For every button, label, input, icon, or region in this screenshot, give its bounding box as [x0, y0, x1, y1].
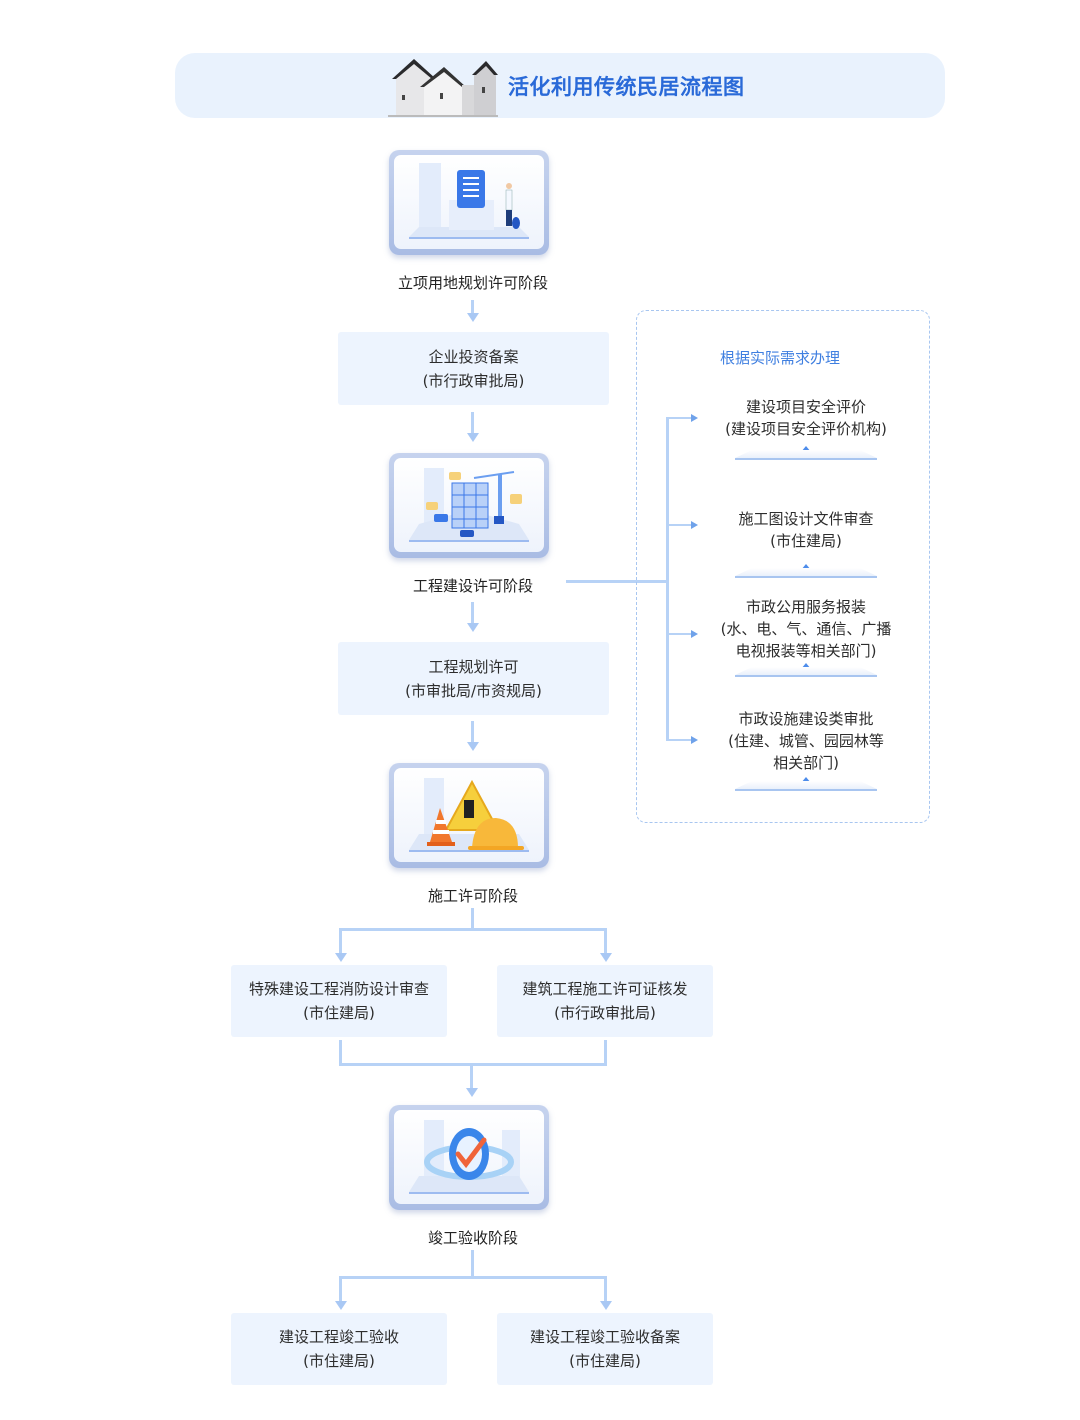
step-dept: (市住建局) — [303, 1352, 375, 1370]
triangle-up-icon — [801, 777, 811, 783]
step-dept: (市审批局/市资规局) — [405, 681, 542, 700]
stage-label-construction-license: 工程建设许可阶段 — [412, 577, 533, 595]
step-title: 特殊建设工程消防设计审查 — [248, 980, 429, 998]
stage-card-planning — [389, 150, 549, 255]
step-completion-acceptance: 建设工程竣工验收 (市住建局) — [231, 1313, 447, 1385]
connector-line — [339, 1276, 342, 1302]
connector-line — [666, 524, 691, 526]
step-dept: (市行政审批局) — [554, 1004, 656, 1022]
arrow-down-icon — [467, 742, 479, 751]
road-work-sign-icon — [409, 778, 529, 852]
connector-line — [566, 580, 669, 583]
pedestal-marker — [735, 663, 877, 677]
header-banner: 活化利用传统民居流程图 — [175, 53, 945, 118]
step-dept: (市住建局) — [569, 1352, 641, 1370]
connector-line — [666, 417, 691, 419]
connector-line — [471, 602, 474, 624]
side-item-title: 施工图设计文件审查 — [738, 510, 874, 528]
triangle-up-icon — [801, 446, 811, 452]
side-item-title: 市政公用服务报装 — [745, 598, 866, 616]
arrow-down-icon — [600, 953, 612, 962]
arrow-down-icon — [466, 1088, 478, 1097]
connector-line — [471, 412, 474, 434]
connector-line — [471, 908, 474, 930]
stage-label-completion-acceptance: 竣工验收阶段 — [427, 1229, 518, 1247]
side-item-dept: (建设项目安全评价机构) — [725, 420, 887, 438]
stage-card-construction-license — [389, 453, 549, 558]
connector-line — [470, 1063, 473, 1089]
step-completion-filing: 建设工程竣工验收备案 (市住建局) — [497, 1313, 713, 1385]
step-title: 企业投资备案 — [428, 347, 519, 366]
connector-line — [666, 417, 669, 741]
connector-line — [339, 928, 607, 931]
side-item-dept: (住建、城管、园园林等 — [728, 732, 884, 750]
side-item-dept-cont: 相关部门) — [773, 754, 839, 772]
side-item-drawing-review: 施工图设计文件审查 (市住建局) — [691, 508, 921, 552]
connector-line — [339, 928, 342, 954]
triangle-up-icon — [801, 663, 811, 669]
pedestal-marker — [735, 777, 877, 791]
pedestal-marker — [735, 564, 877, 578]
side-item-title: 建设项目安全评价 — [745, 398, 866, 416]
step-dept: (市住建局) — [303, 1004, 375, 1022]
document-planning-icon — [409, 163, 529, 239]
arrow-down-icon — [467, 623, 479, 632]
page-title: 活化利用传统民居流程图 — [508, 75, 745, 99]
side-item-municipal-facility: 市政设施建设类审批 (住建、城管、园园林等 相关部门) — [691, 708, 921, 774]
arrow-down-icon — [467, 313, 479, 322]
step-investment-filing: 企业投资备案 (市行政审批局) — [338, 332, 609, 405]
side-item-dept: (市住建局) — [770, 532, 842, 550]
arrow-down-icon — [600, 1301, 612, 1310]
step-planning-permit: 工程规划许可 (市审批局/市资规局) — [338, 642, 609, 715]
connector-line — [604, 1040, 607, 1065]
connector-line — [604, 928, 607, 954]
side-item-dept: (水、电、气、通信、广播 — [720, 620, 892, 638]
stage-card-completion-acceptance — [389, 1105, 549, 1210]
stage-label-planning: 立项用地规划许可阶段 — [397, 274, 548, 292]
side-item-dept-cont: 电视报装等相关部门) — [735, 642, 877, 660]
arrow-right-icon — [691, 736, 698, 744]
side-item-safety-evaluation: 建设项目安全评价 (建设项目安全评价机构) — [691, 396, 921, 440]
pedestal-marker — [735, 446, 877, 460]
step-title: 建设工程竣工验收 — [278, 1328, 399, 1346]
arrow-down-icon — [335, 953, 347, 962]
triangle-up-icon — [801, 564, 811, 570]
connector-line — [339, 1276, 607, 1279]
connector-line — [471, 1250, 474, 1277]
side-item-utility-service: 市政公用服务报装 (水、电、气、通信、广播 电视报装等相关部门) — [691, 596, 921, 662]
arrow-right-icon — [691, 521, 698, 529]
arrow-down-icon — [335, 1301, 347, 1310]
optional-panel-title: 根据实际需求办理 — [719, 349, 840, 367]
traditional-houses-icon — [388, 59, 498, 117]
connector-line — [339, 1063, 607, 1066]
arrow-right-icon — [691, 414, 698, 422]
arrow-down-icon — [467, 433, 479, 442]
stage-label-construction-permit: 施工许可阶段 — [427, 887, 518, 905]
optional-procedures-panel — [636, 310, 930, 823]
connector-line — [666, 633, 691, 635]
step-title: 工程规划许可 — [428, 657, 519, 676]
step-construction-permit-issuance: 建筑工程施工许可证核发 (市行政审批局) — [497, 965, 713, 1037]
stage-card-construction-permit — [389, 763, 549, 868]
step-fire-design-review: 特殊建设工程消防设计审查 (市住建局) — [231, 965, 447, 1037]
check-mark-icon — [409, 1120, 529, 1194]
step-title: 建设工程竣工验收备案 — [529, 1328, 680, 1346]
connector-line — [666, 739, 691, 741]
connector-line — [604, 1276, 607, 1302]
connector-line — [471, 300, 474, 314]
connector-line — [471, 721, 474, 743]
arrow-right-icon — [691, 630, 698, 638]
step-title: 建筑工程施工许可证核发 — [522, 980, 688, 998]
connector-line — [339, 1040, 342, 1065]
construction-crane-icon — [409, 468, 529, 542]
step-dept: (市行政审批局) — [422, 371, 525, 390]
side-item-title: 市政设施建设类审批 — [738, 710, 874, 728]
